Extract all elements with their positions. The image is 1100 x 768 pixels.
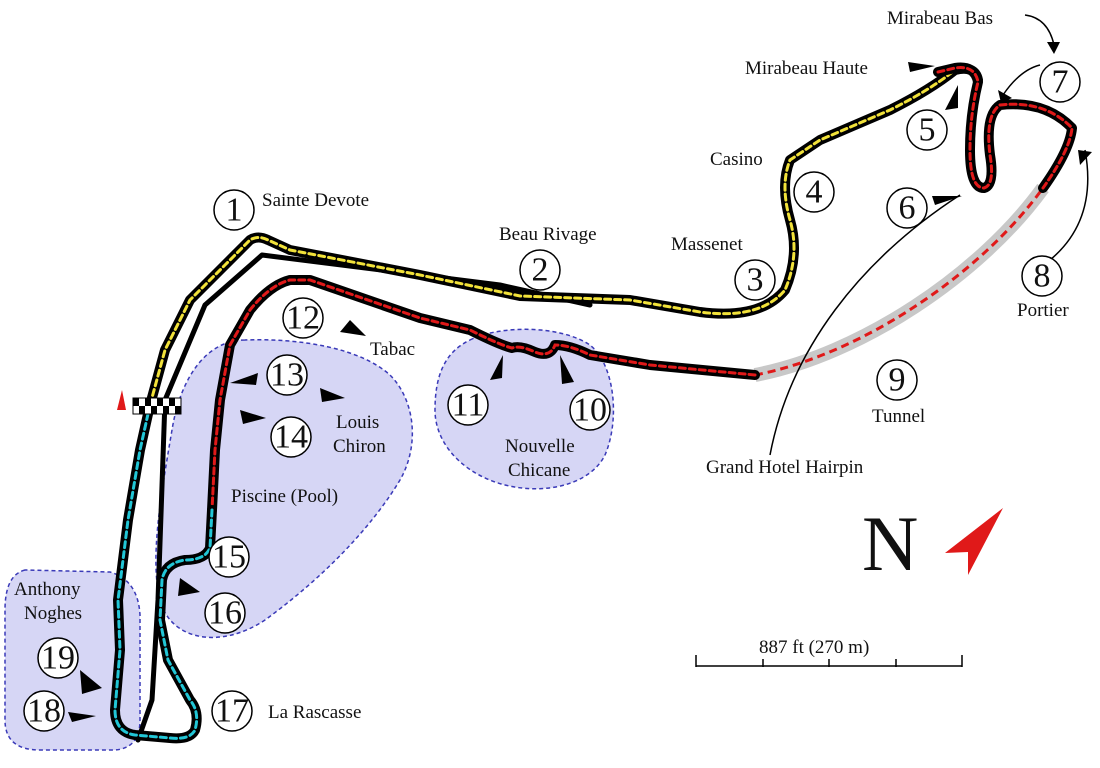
corner-number-10: 10 (573, 392, 607, 429)
corner-number-9: 9 (889, 362, 906, 399)
corner-number-8: 8 (1034, 258, 1051, 295)
corner-number-5: 5 (919, 112, 936, 149)
corner-number-18: 18 (27, 693, 61, 730)
scale-label: 887 ft (270 m) (759, 637, 869, 658)
label-la-rascasse: La Rascasse (268, 702, 361, 723)
corner-number-4: 4 (806, 174, 823, 211)
race-direction-arrow (117, 390, 126, 410)
corner-number-16: 16 (208, 595, 242, 632)
pointer-line-heads (998, 42, 1092, 165)
corner-pointers (68, 62, 962, 722)
start-finish-line (132, 397, 182, 415)
corner-number-17: 17 (215, 693, 249, 730)
label-portier: Portier (1017, 300, 1069, 321)
tunnel-racing-line (754, 187, 1045, 377)
label-sainte-devote: Sainte Devote (262, 190, 369, 211)
label-louis-chiron-line2: Chiron (333, 436, 386, 457)
label-nouvelle-line1: Nouvelle (505, 436, 575, 457)
corner-number-12: 12 (286, 300, 320, 337)
label-grand-hotel-hairpin: Grand Hotel Hairpin (706, 457, 864, 478)
label-tabac: Tabac (370, 339, 415, 360)
corner-number-7: 7 (1052, 64, 1069, 101)
label-louis-chiron-line1: Louis (336, 412, 379, 433)
label-mirabeau-bas: Mirabeau Bas (887, 8, 993, 29)
corner-number-15: 15 (212, 539, 246, 576)
corner-number-1: 1 (226, 192, 243, 229)
corner-number-2: 2 (532, 252, 549, 289)
label-mirabeau-haute: Mirabeau Haute (745, 58, 868, 79)
corner-number-13: 13 (270, 357, 304, 394)
zone-nouvelle-chicane (434, 328, 615, 490)
corner-number-3: 3 (747, 262, 764, 299)
corner-number-11: 11 (452, 387, 485, 424)
north-arrow-icon (945, 508, 1003, 575)
scale-bar (695, 655, 963, 667)
corner-markers (23, 61, 1081, 732)
label-anthony-line1: Anthony (14, 579, 81, 600)
corner-number-19: 19 (41, 640, 75, 677)
label-massenet: Massenet (671, 234, 743, 255)
label-nouvelle-line2: Chicane (508, 460, 570, 481)
label-anthony-line2: Noghes (24, 603, 82, 624)
label-casino: Casino (710, 149, 763, 170)
label-beau-rivage: Beau Rivage (499, 224, 597, 245)
label-piscine: Piscine (Pool) (231, 486, 338, 507)
label-tunnel: Tunnel (872, 406, 925, 427)
corner-number-14: 14 (274, 419, 308, 456)
north-letter: N (862, 500, 918, 587)
corner-number-6: 6 (899, 190, 916, 227)
